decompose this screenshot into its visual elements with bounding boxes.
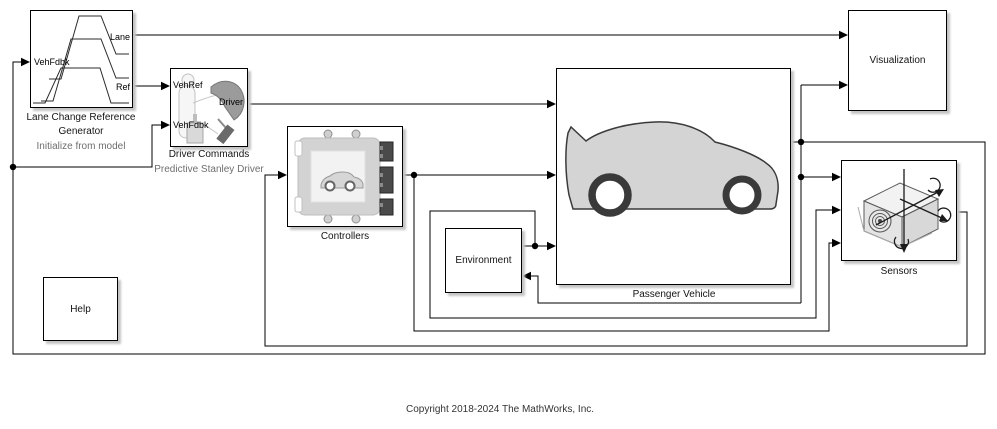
wire-feedback-to-environment[interactable] <box>531 275 801 304</box>
annotation-initialize-from-model: Initialize from model <box>36 141 126 152</box>
block-label-lcrg-line1: Lane Change Reference <box>26 112 136 123</box>
block-label-driver-commands: Driver Commands <box>168 149 250 160</box>
copyright-annotation: Copyright 2018-2024 The MathWorks, Inc. <box>405 404 595 415</box>
block-environment[interactable]: Environment <box>445 228 522 293</box>
block-help[interactable]: Help <box>43 277 118 341</box>
block-label-environment: Environment <box>455 255 512 266</box>
block-label-visualization: Visualization <box>869 55 926 66</box>
port-label-vehfdbk-driver: VehFdbk <box>173 120 209 130</box>
imu-sensor-icon <box>857 169 952 253</box>
block-label-sensors: Sensors <box>880 266 918 277</box>
port-label-vehref: VehRef <box>173 80 203 90</box>
block-label-passenger-vehicle: Passenger Vehicle <box>632 289 716 300</box>
wire-feedback-to-lcrg[interactable] <box>12 61 986 355</box>
car-icon <box>565 121 779 217</box>
ecu-icon <box>294 129 394 224</box>
block-sensors[interactable] <box>841 160 957 261</box>
lane-change-waveform-icon <box>33 15 129 104</box>
port-label-vehfdbk: VehFdbk <box>34 57 70 67</box>
block-lane-change-reference-generator[interactable]: VehFdbk Lane Ref <box>30 10 133 108</box>
block-passenger-vehicle[interactable] <box>556 68 791 285</box>
port-label-driver: Driver <box>219 97 243 107</box>
block-label-lcrg-line2: Generator <box>58 126 104 137</box>
block-controllers[interactable] <box>287 126 403 227</box>
wire-sensors-to-controllers[interactable] <box>264 174 968 347</box>
junction-dots <box>9 138 805 250</box>
block-label-controllers: Controllers <box>320 231 370 242</box>
block-driver-commands[interactable]: VehRef VehFdbk Driver <box>170 68 248 147</box>
annotation-predictive-stanley-driver: Predictive Stanley Driver <box>154 164 264 175</box>
port-label-lane: Lane <box>109 32 130 42</box>
wire-environment-to-sensors[interactable] <box>429 209 832 319</box>
block-visualization[interactable]: Visualization <box>848 10 947 111</box>
driver-icon <box>178 73 245 145</box>
arrowheads <box>21 30 848 281</box>
port-label-ref: Ref <box>115 82 130 92</box>
wire-controllers-to-sensors[interactable] <box>413 175 832 332</box>
wire-feedback-to-driver[interactable] <box>13 124 161 168</box>
block-label-help: Help <box>70 303 91 315</box>
